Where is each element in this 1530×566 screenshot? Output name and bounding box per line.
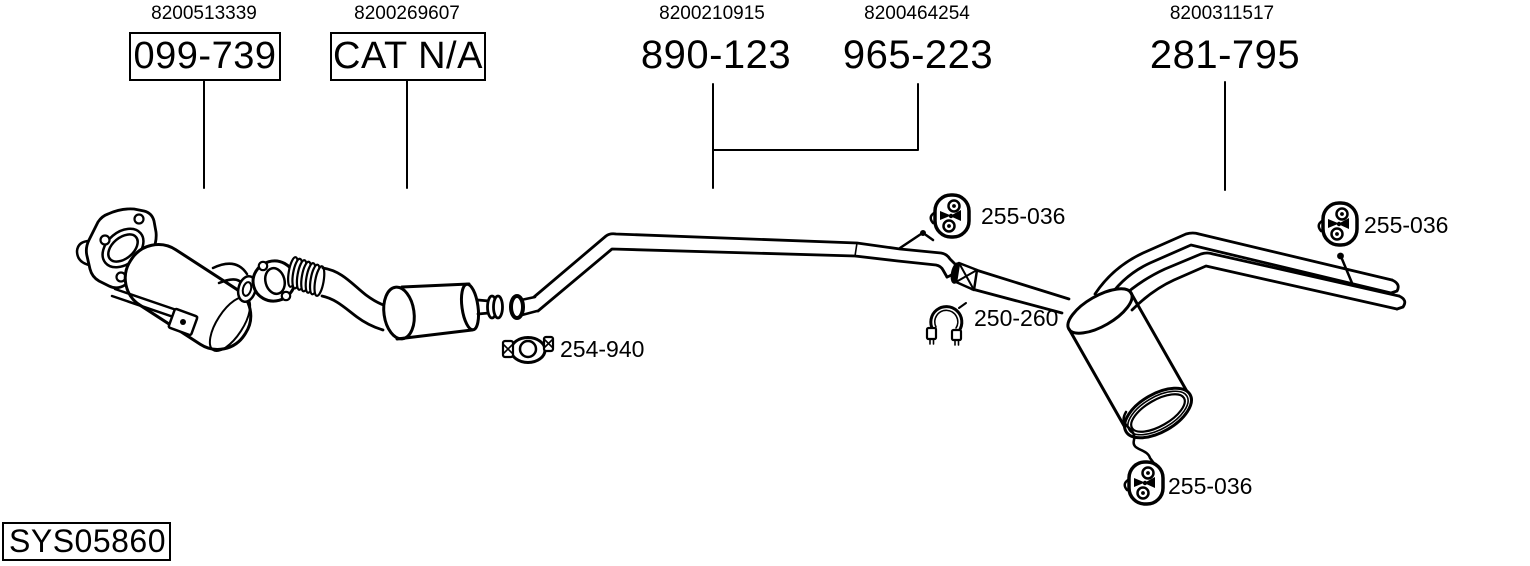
oem-number-2: 8200269607: [354, 3, 460, 24]
system-code-box: SYS05860: [2, 522, 171, 561]
part-code-label: CAT N/A: [333, 35, 483, 77]
rubber-hanger-icon: [928, 193, 971, 239]
middle-silencer-drawing: [382, 282, 504, 341]
mount-code-254-940: 254-940: [560, 336, 645, 362]
pipe-clamp-icon: [501, 335, 555, 364]
part-code-box-2: CAT N/A: [330, 32, 486, 81]
part-code-3: 890-123: [640, 33, 792, 77]
center-pipe-drawing: [509, 230, 959, 320]
band-clamp-icon: [925, 302, 967, 346]
rubber-hanger-icon: [1122, 460, 1165, 506]
oem-number-5: 8200311517: [1169, 3, 1275, 24]
mount-code-255-036-a: 255-036: [981, 203, 1066, 229]
system-code-label: SYS05860: [9, 523, 167, 559]
oem-number-1: 8200513339: [151, 3, 257, 24]
part-code-box-1: 099-739: [129, 32, 281, 81]
mount-code-250-260: 250-260: [974, 305, 1059, 331]
oem-number-4: 8200464254: [864, 3, 970, 24]
leader-lines: [203, 80, 1226, 191]
part-code-label: 099-739: [133, 35, 277, 77]
part-code-4: 965-223: [842, 33, 994, 77]
mount-code-255-036-b: 255-036: [1364, 212, 1449, 238]
rear-silencer-drawing: [1066, 287, 1193, 468]
catalytic-converter-drawing: [75, 207, 258, 352]
tailpipes-drawing: [1093, 231, 1407, 312]
rear-inlet-pipe-drawing: [950, 261, 1071, 315]
mount-code-255-036-c: 255-036: [1168, 473, 1253, 499]
part-code-5: 281-795: [1149, 33, 1301, 77]
oem-number-3: 8200210915: [659, 3, 765, 24]
rubber-hanger-icon: [1316, 201, 1359, 247]
flex-pipe-drawing: [287, 256, 392, 332]
